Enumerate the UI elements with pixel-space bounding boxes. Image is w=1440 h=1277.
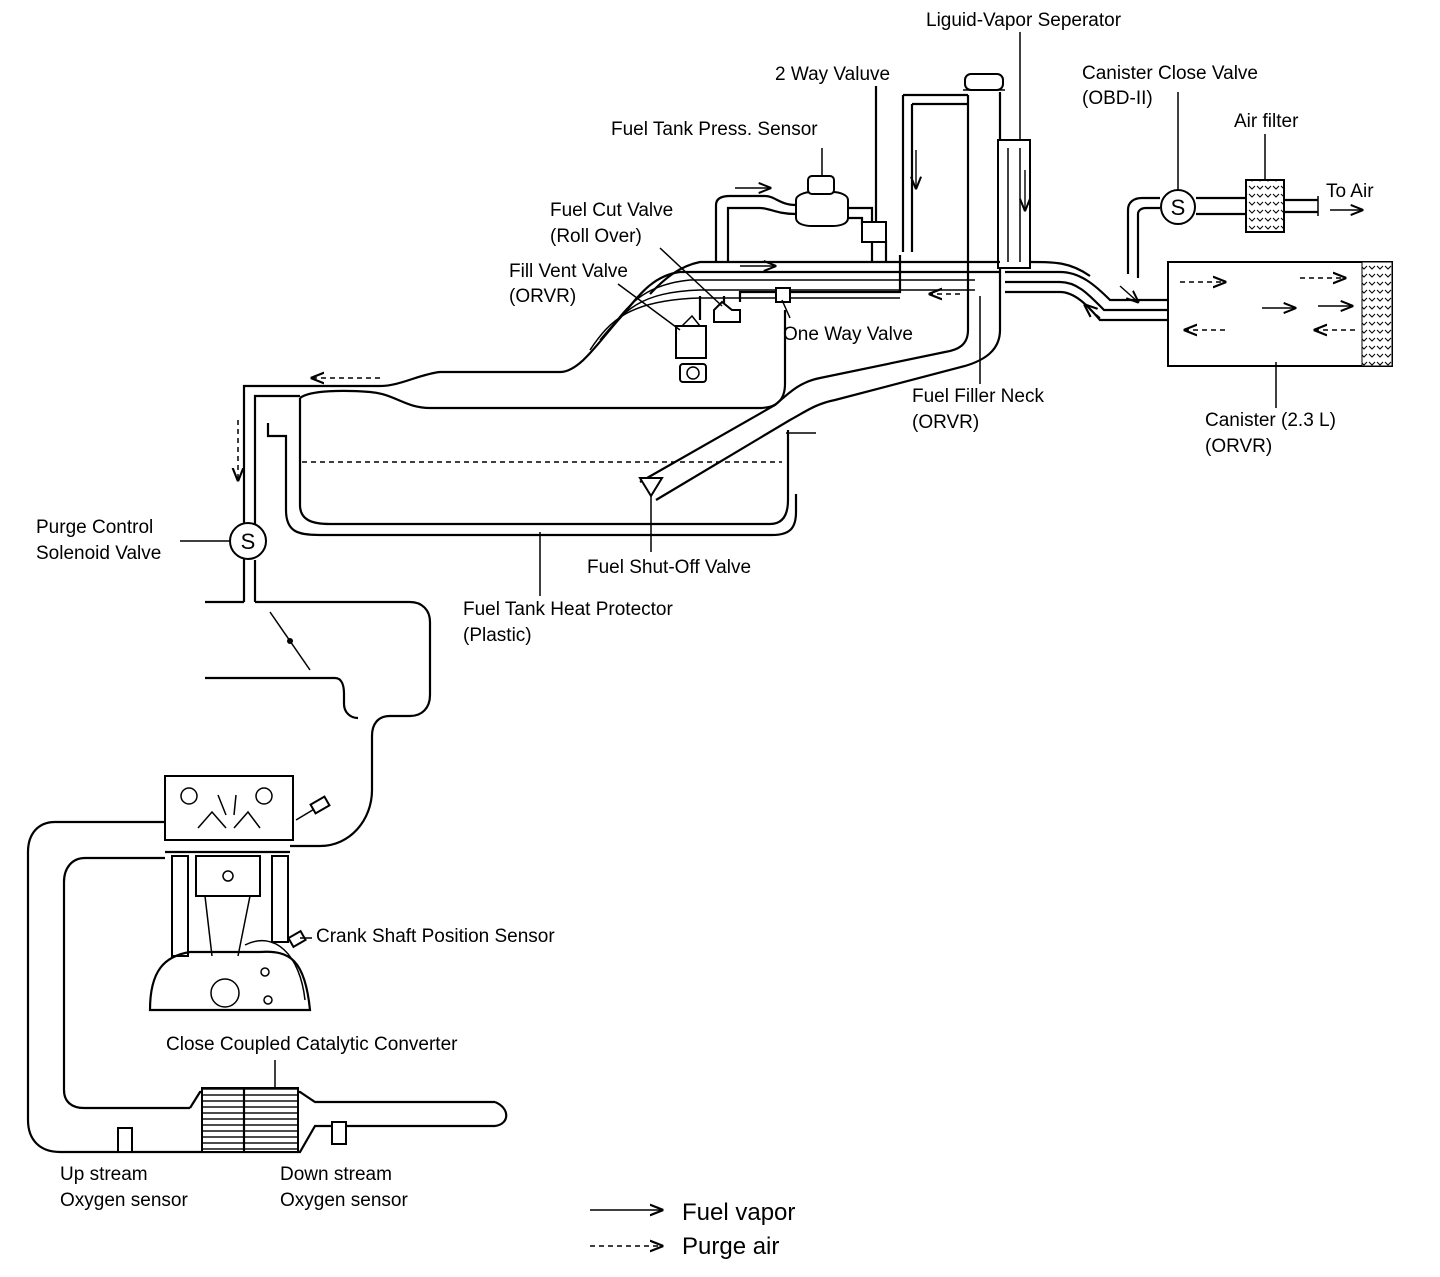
label-canister-close-valve: Canister Close Valve	[1082, 63, 1258, 84]
legend-fuel-vapor: Fuel vapor	[682, 1199, 795, 1226]
label-fuel-tank-press-sensor: Fuel Tank Press. Sensor	[611, 119, 818, 140]
canister-close-valve-group: S	[1126, 92, 1362, 278]
pressure-sensor-line	[714, 86, 888, 262]
label-fuel-filler-neck-sub: (ORVR)	[912, 412, 979, 433]
label-purge-control-1: Purge Control	[36, 517, 153, 538]
downstream-o2-sensor-icon	[331, 1121, 347, 1145]
legend: Fuel vapor Purge air	[590, 1199, 795, 1260]
label-air-filter: Air filter	[1234, 111, 1299, 132]
label-fuel-shutoff-valve: Fuel Shut-Off Valve	[587, 557, 751, 578]
label-fuel-cut-valve-sub: (Roll Over)	[550, 226, 642, 247]
label-fill-vent-valve: Fill Vent Valve	[509, 261, 628, 282]
catalytic-converter-icon	[201, 1087, 299, 1153]
fuel-tank-press-sensor-icon	[795, 148, 849, 227]
liquid-vapor-separator	[997, 139, 1031, 269]
intake-manifold	[205, 600, 432, 848]
label-downstream-2: Oxygen sensor	[280, 1190, 408, 1211]
canister-close-valve-icon	[1160, 189, 1196, 225]
leader-lines	[300, 32, 1277, 939]
fill-vent-valve-icon	[675, 314, 707, 383]
canister-icon	[1167, 261, 1393, 367]
label-liquid-vapor-separator: Liguid-Vapor Seperator	[926, 10, 1122, 31]
two-way-valve-icon	[861, 221, 887, 243]
label-upstream-1: Up stream	[60, 1164, 148, 1185]
canister-close-valve-symbol: S	[1171, 195, 1186, 220]
fuel-cut-valve-icon	[713, 300, 741, 323]
label-heat-protector-sub: (Plastic)	[463, 625, 532, 646]
label-fuel-filler-neck: Fuel Filler Neck	[912, 386, 1044, 407]
label-canister-sub: (ORVR)	[1205, 436, 1272, 457]
fuel-filler-neck	[639, 73, 1005, 501]
label-fill-vent-valve-sub: (ORVR)	[509, 286, 576, 307]
air-filter-icon	[1245, 179, 1285, 233]
label-crank-sensor: Crank Shaft Position Sensor	[316, 926, 555, 947]
purge-solenoid-symbol: S	[241, 529, 256, 554]
exhaust-system	[26, 820, 508, 1154]
purge-control-solenoid-icon	[229, 522, 267, 560]
vapor-housing	[901, 93, 968, 252]
label-heat-protector: Fuel Tank Heat Protector	[463, 599, 673, 620]
label-canister-close-valve-sub: (OBD-II)	[1082, 88, 1153, 109]
label-downstream-1: Down stream	[280, 1164, 392, 1185]
label-upstream-2: Oxygen sensor	[60, 1190, 188, 1211]
engine	[148, 775, 331, 1012]
upstream-o2-sensor-icon	[117, 1127, 133, 1153]
fuel-shutoff-valve-icon	[638, 477, 664, 498]
fuel-tank	[266, 310, 816, 537]
one-way-valve-icon	[775, 287, 791, 303]
label-two-way-valve: 2 Way Valuve	[775, 64, 890, 85]
label-to-air: To Air	[1326, 181, 1374, 202]
label-fuel-cut-valve: Fuel Cut Valve	[550, 200, 673, 221]
label-purge-control-2: Solenoid Valve	[36, 543, 161, 564]
vent-lines	[242, 255, 1170, 602]
label-canister: Canister (2.3 L)	[1205, 410, 1336, 431]
legend-purge-air: Purge air	[682, 1233, 779, 1260]
purge-line: S	[180, 378, 380, 560]
label-catalytic-converter: Close Coupled Catalytic Converter	[166, 1034, 458, 1055]
label-one-way-valve: One Way Valve	[783, 324, 913, 345]
